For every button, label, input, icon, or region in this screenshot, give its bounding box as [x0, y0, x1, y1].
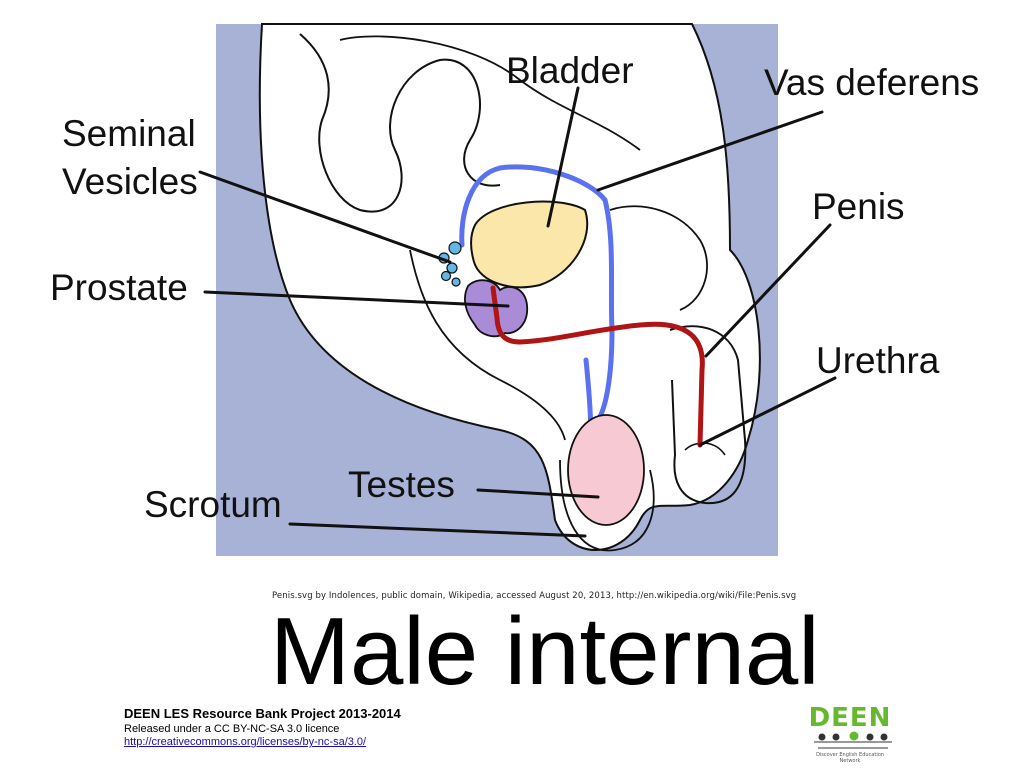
pubic-bone: [609, 205, 708, 311]
scrotum-leader: [288, 522, 587, 538]
footer-project: DEEN LES Resource Bank Project 2013-2014: [124, 706, 401, 721]
seminal-vesicles-leader: [198, 170, 452, 264]
penis-leader: [704, 223, 832, 358]
scrotum-outline: [559, 459, 655, 552]
vas-deferens-label: Vas deferens: [764, 62, 980, 103]
urethra-label: Urethra: [816, 340, 940, 381]
rectum-outline: [409, 249, 566, 441]
logo-tagline: Discover English Education Network: [816, 752, 884, 764]
scrotum-label: Scrotum: [144, 484, 282, 525]
urethra-leader: [698, 376, 837, 447]
footer: DEEN LES Resource Bank Project 2013-2014…: [124, 706, 401, 748]
image-credit: Penis.svg by Indolences, public domain, …: [272, 591, 797, 601]
bladder-shape: [470, 200, 589, 289]
footer-licence: Released under a CC BY-NC-SA 3.0 licence: [124, 723, 340, 735]
bladder-label: Bladder: [506, 50, 634, 91]
vas-deferens-leader: [596, 110, 824, 192]
testes-leader: [476, 488, 600, 499]
seminal-vesicles-label-line1: Seminal: [62, 113, 196, 154]
penis-label: Penis: [812, 186, 905, 227]
footer-licence-link[interactable]: http://creativecommons.org/licenses/by-n…: [124, 736, 367, 748]
logo-figures-icon: [814, 731, 892, 749]
urethra-path: [490, 285, 705, 448]
spine-curve: [339, 35, 641, 151]
page-title: Male internal: [270, 598, 820, 705]
prostate-label: Prostate: [50, 267, 188, 308]
prostate-leader: [203, 290, 510, 308]
testis-shape: [567, 414, 645, 526]
penis-outline: [669, 325, 747, 505]
testes-label: Testes: [348, 464, 455, 505]
logo-wordmark: DEEN: [808, 703, 892, 733]
bladder-leader: [546, 86, 580, 228]
pelvic-bone: [299, 33, 501, 213]
seminal-vesicles-label-line2: Vesicles: [62, 161, 198, 202]
deen-logo: [814, 731, 892, 749]
